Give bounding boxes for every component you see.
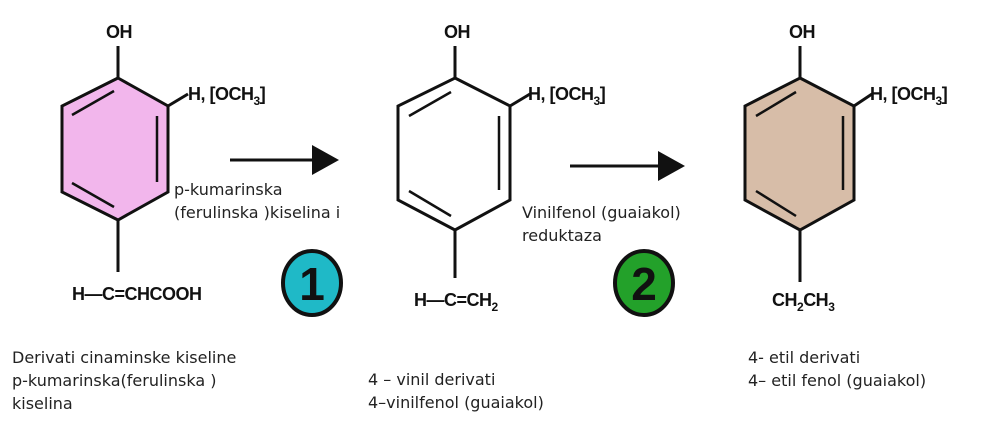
- molecule-2-caption: 4 – vinil derivati 4–vinilfenol (guaiako…: [368, 368, 544, 414]
- step-1-number: 1: [299, 258, 325, 310]
- ring-3-substituent-bonds: [798, 46, 873, 282]
- mol1-bottom-group: H—C=CHCOOH: [72, 284, 202, 304]
- benzene-ring-2: [396, 76, 512, 232]
- benzene-ring-1: [60, 76, 170, 222]
- molecule-1-caption-line-2: p-kumarinska(ferulinska ): [12, 371, 217, 390]
- mol3-side-group: H, [OCH3]: [870, 84, 947, 108]
- molecule-1-caption: Derivati cinaminske kiseline p-kumarinsk…: [12, 346, 236, 415]
- step-2-number: 2: [631, 258, 657, 310]
- step-1-enzyme-label: p-kumarinska (ferulinska )kiselina i: [174, 178, 340, 224]
- mol1-oh-label: OH: [106, 22, 132, 42]
- step-2-enzyme-label: Vinilfenol (guaiakol) reduktaza: [522, 201, 681, 247]
- molecule-1-caption-line-1: Derivati cinaminske kiseline: [12, 348, 237, 367]
- benzene-ring-3: [743, 76, 856, 232]
- step-2-enzyme-line-2: reduktaza: [522, 226, 602, 245]
- molecule-3-caption-line-1: 4- etil derivati: [748, 348, 861, 367]
- ring-3-double-bonds: [755, 90, 845, 218]
- molecule-ethyl-phenol: OH H, [OCH3] CH2CH3: [743, 22, 948, 314]
- step-2-enzyme-line-1: Vinilfenol (guaiakol): [522, 203, 681, 222]
- ring-2-substituent-bonds: [453, 46, 531, 278]
- molecule-3-caption: 4- etil derivati 4– etil fenol (guaiakol…: [748, 346, 926, 392]
- molecule-2-caption-line-1: 4 – vinil derivati: [368, 370, 496, 389]
- ring-2-double-bonds: [408, 90, 501, 218]
- mol2-bottom-group: H—C=CH2: [414, 290, 499, 314]
- step-2-badge: 2: [613, 249, 675, 317]
- molecule-cinnamic-acid: OH H, [OCH3] H—C=CHCOOH: [60, 22, 266, 304]
- mol2-oh-label: OH: [444, 22, 470, 42]
- molecule-2-caption-line-2: 4–vinilfenol (guaiakol): [368, 393, 544, 412]
- molecule-1-caption-line-3: kiselina: [12, 394, 73, 413]
- molecule-vinyl-phenol: OH H, [OCH3] H—C=CH2: [396, 22, 606, 314]
- mol3-oh-label: OH: [789, 22, 815, 42]
- step-1-badge: 1: [281, 249, 343, 317]
- step-1-enzyme-line-2: (ferulinska )kiselina i: [174, 203, 341, 222]
- ring-1-double-bonds: [71, 89, 159, 209]
- mol2-side-group: H, [OCH3]: [528, 84, 605, 108]
- mol3-bottom-group: CH2CH3: [772, 290, 835, 314]
- ring-1-substituent-bonds: [116, 46, 189, 272]
- mol1-side-group: H, [OCH3]: [188, 84, 265, 108]
- step-1-enzyme-line-1: p-kumarinska: [174, 180, 283, 199]
- molecule-3-caption-line-2: 4– etil fenol (guaiakol): [748, 371, 927, 390]
